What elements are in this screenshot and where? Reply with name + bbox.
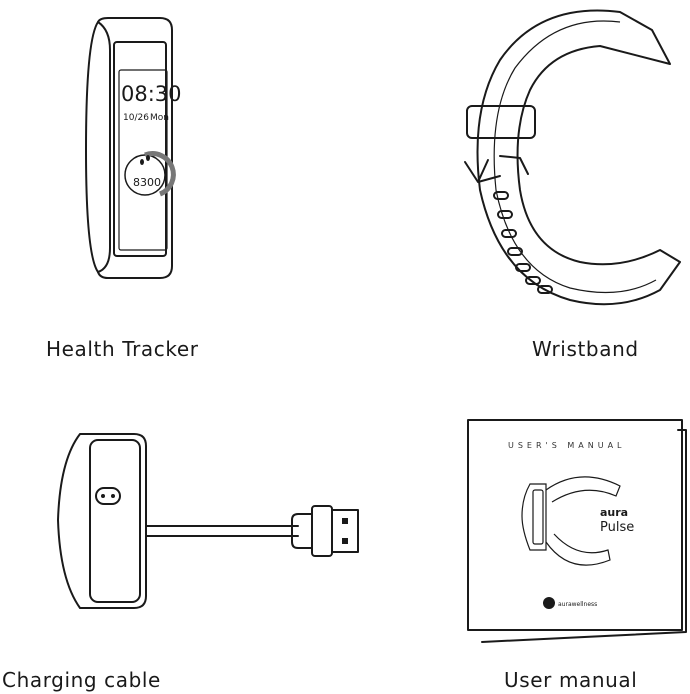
charging-cable-item: Charging cable (0, 410, 380, 694)
tracker-day: Mon (150, 113, 169, 123)
wristband-item: Wristband (420, 0, 690, 380)
caption-charging-cable: Charging cable (2, 668, 161, 692)
manual-brand: aura (600, 506, 628, 519)
caption-user-manual: User manual (504, 668, 638, 692)
tracker-icon (521, 476, 621, 566)
user-manual-item: USER'S MANUAL aura Pulse aurawellness Us… (440, 410, 690, 694)
tracker-steps: 8300 (133, 176, 161, 189)
health-tracker-item: 08:30 10/26 Mon 8300 Health Tracker (0, 0, 260, 380)
user-manual-illustration: USER'S MANUAL aura Pulse aurawellness (467, 419, 687, 643)
health-tracker-illustration: 08:30 10/26 Mon 8300 (85, 17, 182, 279)
aurawellness-logo: aurawellness (543, 597, 597, 609)
caption-wristband: Wristband (532, 337, 639, 361)
manual-product: Pulse (600, 520, 634, 535)
wristband-illustration (464, 9, 681, 306)
manual-publisher: aurawellness (558, 601, 597, 608)
footsteps-icon (140, 155, 150, 165)
tracker-date: 10/26 (123, 113, 149, 123)
caption-health-tracker: Health Tracker (46, 337, 199, 361)
manual-title: USER'S MANUAL (508, 441, 626, 450)
charging-cable-illustration (57, 433, 359, 609)
tracker-time: 08:30 (121, 82, 182, 106)
